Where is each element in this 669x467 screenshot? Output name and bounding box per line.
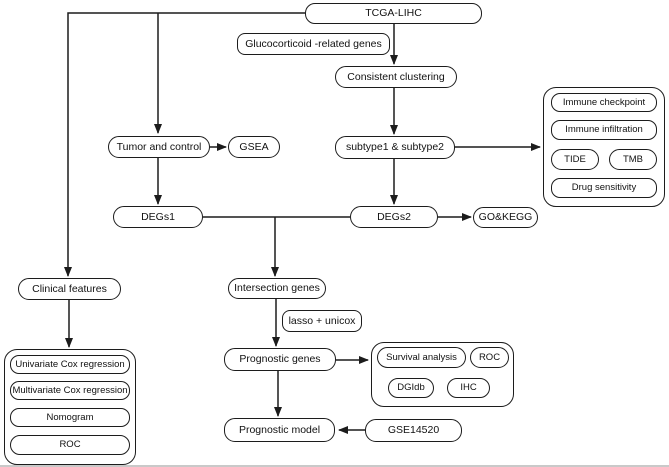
node-degs1: DEGs1 xyxy=(113,206,203,228)
node-nomogram: Nomogram xyxy=(10,408,130,427)
node-ihc: IHC xyxy=(447,378,490,398)
edge-tcga-to-clinical-features xyxy=(64,12,305,277)
node-immune-infiltration: Immune infiltration xyxy=(551,120,657,140)
node-consistent-clustering: Consistent clustering xyxy=(335,66,457,88)
node-univariate-cox: Univariate Cox regression xyxy=(10,355,130,374)
node-drug-sensitivity: Drug sensitivity xyxy=(551,178,657,198)
node-dgidb: DGIdb xyxy=(388,378,434,398)
node-clinical-features: Clinical features xyxy=(18,278,121,300)
node-lasso-unicox-label: lasso + unicox xyxy=(282,310,362,332)
node-tmb: TMB xyxy=(609,149,657,170)
node-go-kegg: GO&KEGG xyxy=(473,207,538,228)
node-roc-validation: ROC xyxy=(470,347,509,368)
node-prognostic-model: Prognostic model xyxy=(224,418,335,442)
node-survival-analysis: Survival analysis xyxy=(377,347,466,368)
node-intersection-genes: Intersection genes xyxy=(228,278,326,299)
node-prognostic-genes: Prognostic genes xyxy=(224,348,336,371)
node-immune-checkpoint: Immune checkpoint xyxy=(551,93,657,112)
node-gse14520: GSE14520 xyxy=(365,419,462,442)
node-tide: TIDE xyxy=(551,149,599,170)
node-degs2: DEGs2 xyxy=(350,206,438,228)
node-tumor-and-control: Tumor and control xyxy=(108,136,210,158)
node-roc-clinical: ROC xyxy=(10,435,130,455)
node-multivariate-cox: Multivariate Cox regression xyxy=(10,381,130,400)
node-subtypes: subtype1 & subtype2 xyxy=(335,136,455,159)
node-glucocorticoid-genes: Glucocorticoid -related genes xyxy=(237,33,390,55)
node-gsea: GSEA xyxy=(228,136,280,158)
node-tcga-lihc: TCGA-LIHC xyxy=(305,3,482,24)
